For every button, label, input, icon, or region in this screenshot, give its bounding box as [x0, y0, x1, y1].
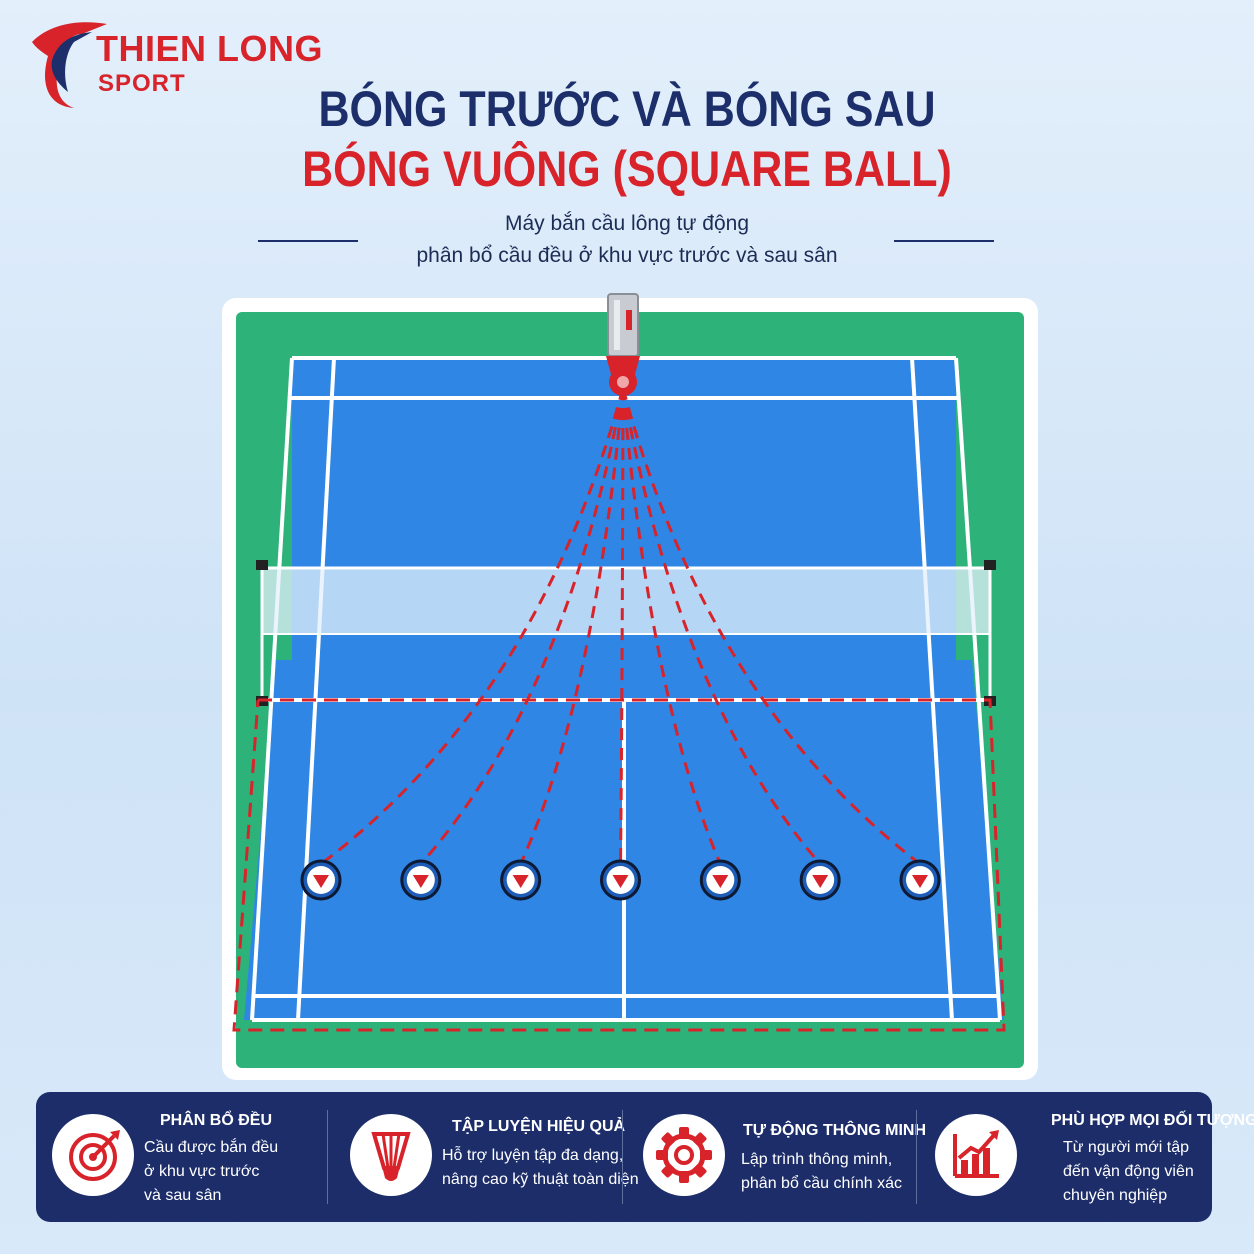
feature-card-smart-automation: TỰ ĐỘNG THÔNG MINH Lập trình thông minh,… — [623, 1092, 926, 1222]
shuttlecock-launcher-icon — [606, 293, 640, 396]
brand-logo-icon — [32, 22, 107, 108]
shuttlecock-icon — [350, 1114, 432, 1196]
feature-title: TỰ ĐỘNG THÔNG MINH — [743, 1122, 927, 1139]
left-sideline — [250, 357, 294, 1021]
shuttle-trajectories — [320, 387, 921, 866]
brand-name: THIEN LONG — [96, 28, 323, 69]
subtitle-line-1: Máy bắn cầu lông tự động — [504, 212, 750, 235]
page-title: BÓNG TRƯỚC VÀ BÓNG SAU — [318, 81, 936, 137]
feature-text: Hỗ trợ luyện tập đa dạng, nâng cao kỹ th… — [442, 1147, 639, 1188]
feature-title: PHÂN BỔ ĐỀU — [160, 1112, 273, 1129]
feature-card-even-distribution: PHÂN BỔ ĐỀU Cầu được bắn đều ở khu vực t… — [36, 1092, 321, 1222]
feature-text: Lập trình thông minh, phân bổ cầu chính … — [741, 1151, 903, 1192]
brand-sub: SPORT — [98, 70, 186, 97]
right-sideline — [954, 357, 1002, 1021]
landing-target-icon — [799, 859, 841, 901]
shuttle-trajectory — [320, 387, 625, 866]
subtitle-rule-left — [258, 240, 358, 242]
shuttle-trajectory — [519, 387, 625, 865]
growth-chart-icon — [935, 1114, 1017, 1196]
court-lines — [250, 356, 1002, 1022]
features-panel: PHÂN BỔ ĐỀU Cầu được bắn đều ở khu vực t… — [36, 1092, 1254, 1222]
gear-icon — [643, 1114, 725, 1196]
landing-target-icon — [699, 859, 741, 901]
feature-divider — [622, 1110, 623, 1204]
feature-text: Từ người mới tập đến vận động viên chuyê… — [1063, 1139, 1194, 1204]
landing-target-icon — [400, 859, 442, 901]
landing-target-icon — [500, 859, 542, 901]
shuttle-trajectory — [621, 387, 921, 866]
right-singles-line — [910, 357, 954, 1021]
feature-divider — [327, 1110, 328, 1204]
net — [256, 560, 996, 706]
shuttle-trajectory — [621, 387, 722, 865]
feature-card-effective-training: TẬP LUYỆN HIỆU QUẢ Hỗ trợ luyện tập đa d… — [328, 1092, 639, 1222]
landing-target-icon — [600, 859, 641, 901]
shuttle-trajectory — [621, 387, 822, 865]
feature-card-suits-everyone: PHÙ HỢP MỌI ĐỐI TƯỢNG Từ người mới tập đ… — [917, 1092, 1254, 1222]
subtitle-line-2: phân bổ cầu đều ở khu vực trước và sau s… — [416, 244, 838, 267]
landing-target-icon — [899, 859, 941, 901]
landing-target-icon — [300, 859, 342, 901]
badminton-court-diagram — [232, 293, 1024, 1068]
page-title-highlight: BÓNG VUÔNG (SQUARE BALL) — [302, 141, 952, 197]
shuttle-trajectory — [419, 387, 625, 865]
feature-text: Cầu được bắn đều ở khu vực trước và sau … — [144, 1139, 279, 1204]
subtitle-rule-right — [894, 240, 994, 242]
left-singles-line — [296, 357, 336, 1021]
target-icon — [52, 1114, 134, 1196]
landing-targets — [300, 859, 941, 901]
feature-title: TẬP LUYỆN HIỆU QUẢ — [452, 1118, 626, 1135]
feature-title: PHÙ HỢP MỌI ĐỐI TƯỢNG — [1051, 1112, 1254, 1129]
feature-divider — [916, 1110, 917, 1204]
brand-logo — [22, 12, 322, 112]
target-zone-boundary — [232, 698, 1006, 1032]
shuttle-trajectory — [619, 387, 625, 865]
